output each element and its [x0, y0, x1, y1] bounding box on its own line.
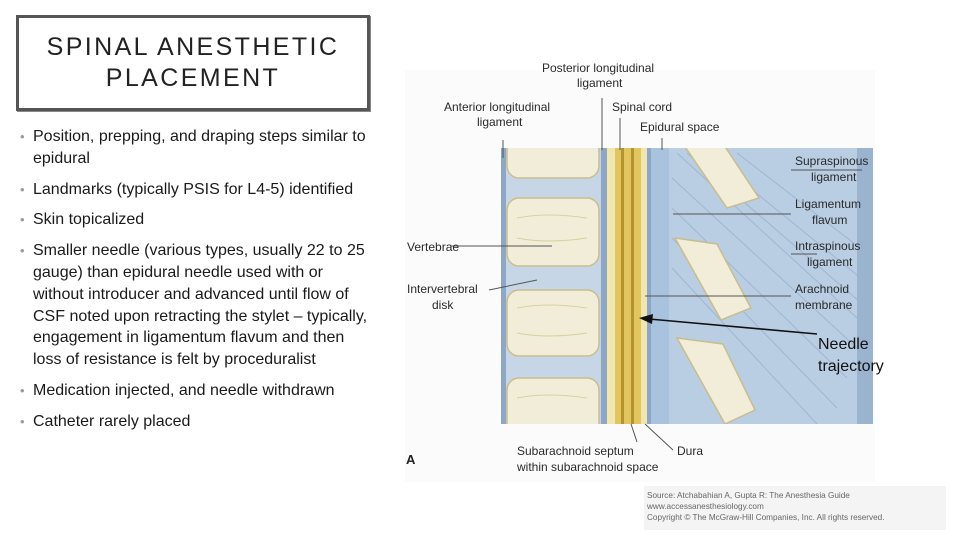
panel-letter: A: [406, 452, 416, 467]
bullet-item: • Landmarks (typically PSIS for L4-5) ide…: [20, 179, 370, 201]
bullet-dot-icon: •: [20, 382, 25, 398]
needle-trajectory-arrow: [639, 314, 818, 335]
vertebral-body: [506, 377, 600, 424]
source-line: Copyright © The McGraw-Hill Companies, I…: [647, 513, 885, 522]
bullet-text: Position, prepping, and draping steps si…: [33, 128, 366, 167]
label-septum: within subarachnoid space: [516, 460, 659, 474]
bullet-dot-icon: •: [20, 212, 25, 228]
slide-title: SPINAL ANESTHETIC PLACEMENT: [46, 33, 340, 92]
spinal-cord: [615, 148, 641, 424]
label-supraspinous: ligament: [811, 170, 857, 184]
spine-anatomy-figure: Posterior longitudinal ligament Anterior…: [387, 58, 879, 484]
source-line: Source: Atchabahian A, Gupta R: The Anes…: [647, 491, 850, 500]
label-anterior-ligament: ligament: [477, 115, 523, 129]
label-flavum: flavum: [812, 213, 847, 227]
bullet-item: • Smaller needle (various types, usually …: [20, 240, 370, 371]
label-disk: disk: [432, 298, 454, 312]
bullet-dot-icon: •: [20, 129, 25, 144]
label-spinal-cord: Spinal cord: [612, 100, 672, 114]
spinous-processes: [673, 148, 761, 424]
bullet-text: Skin topicalized: [33, 211, 145, 229]
bullet-text: Catheter rarely placed: [33, 412, 191, 430]
bullet-list: • Position, prepping, and draping steps s…: [20, 126, 370, 442]
bullet-text: Landmarks (typically PSIS for L4-5) iden…: [33, 180, 354, 198]
source-credit: Source: Atchabahian A, Gupta R: The Anes…: [644, 486, 946, 530]
leader-lines: [451, 98, 862, 451]
label-arachnoid: Arachnoid: [795, 282, 849, 296]
label-dura: Dura: [677, 444, 703, 458]
bullet-item: • Catheter rarely placed: [20, 411, 370, 433]
title-box: SPINAL ANESTHETIC PLACEMENT: [16, 15, 370, 111]
label-vertebrae: Vertebrae: [407, 240, 459, 254]
vertebral-body: [506, 289, 600, 357]
label-arachnoid: membrane: [795, 298, 853, 312]
label-posterior-ligament: Posterior longitudinal: [542, 61, 654, 75]
needle-trajectory-label: Needle trajectory: [818, 336, 884, 375]
label-septum: Subarachnoid septum: [517, 444, 634, 458]
bullet-item: • Position, prepping, and draping steps s…: [20, 126, 370, 170]
label-flavum: Ligamentum: [795, 197, 861, 211]
bullet-item: • Skin topicalized: [20, 209, 370, 231]
vertebral-body: [506, 148, 600, 179]
bullet-text: Medication injected, and needle withdraw…: [33, 381, 335, 399]
label-disk: Intervertebral: [407, 282, 478, 296]
label-interspinous: Intraspinous: [795, 239, 860, 253]
bullet-item: • Medication injected, and needle withdra…: [20, 380, 370, 402]
source-line: www.accessanesthesiology.com: [647, 502, 764, 511]
bullet-dot-icon: •: [20, 413, 25, 429]
label-epidural-space: Epidural space: [640, 120, 720, 134]
bullet-dot-icon: •: [20, 181, 25, 197]
bullet-text: Smaller needle (various types, usually 2…: [33, 242, 368, 369]
label-interspinous: ligament: [807, 255, 853, 269]
label-anterior-ligament: Anterior longitudinal: [444, 100, 550, 114]
label-posterior-ligament: ligament: [577, 76, 623, 90]
label-supraspinous: Supraspinous: [795, 154, 868, 168]
vertebral-body: [506, 197, 600, 267]
bullet-dot-icon: •: [20, 243, 25, 259]
anatomy-illustration: [501, 148, 873, 424]
